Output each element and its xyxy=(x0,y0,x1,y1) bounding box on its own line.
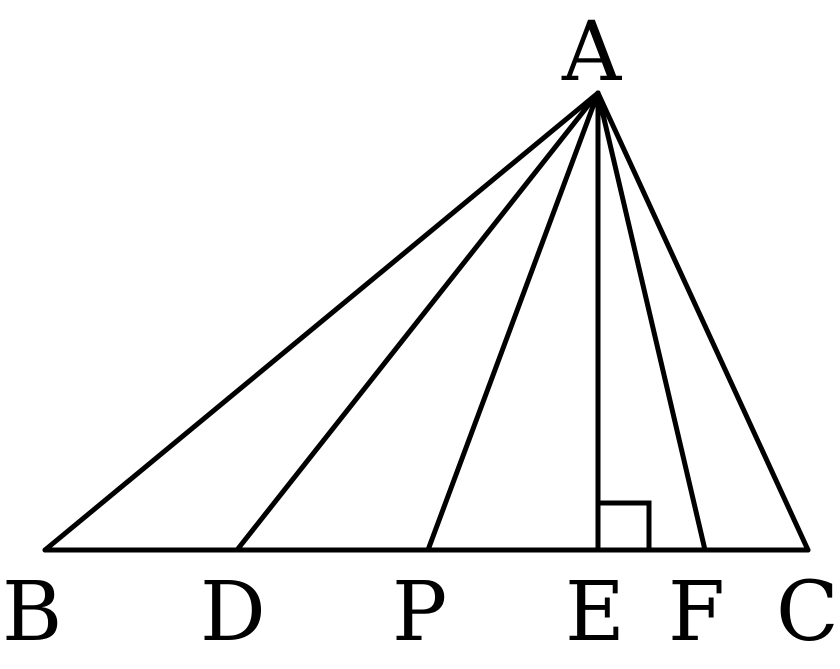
segment-AD xyxy=(234,90,601,553)
label-P: P xyxy=(392,565,447,660)
segment-AB xyxy=(42,90,601,553)
label-B: B xyxy=(2,565,62,660)
segment-AF xyxy=(595,90,708,553)
label-A: A xyxy=(561,5,623,100)
label-F: F xyxy=(668,565,725,660)
segment-AP xyxy=(425,90,601,553)
label-D: D xyxy=(200,565,266,660)
segment-AC xyxy=(595,90,811,553)
label-C: C xyxy=(776,565,839,660)
label-E: E xyxy=(565,565,625,660)
right-angle-mark xyxy=(595,500,652,553)
